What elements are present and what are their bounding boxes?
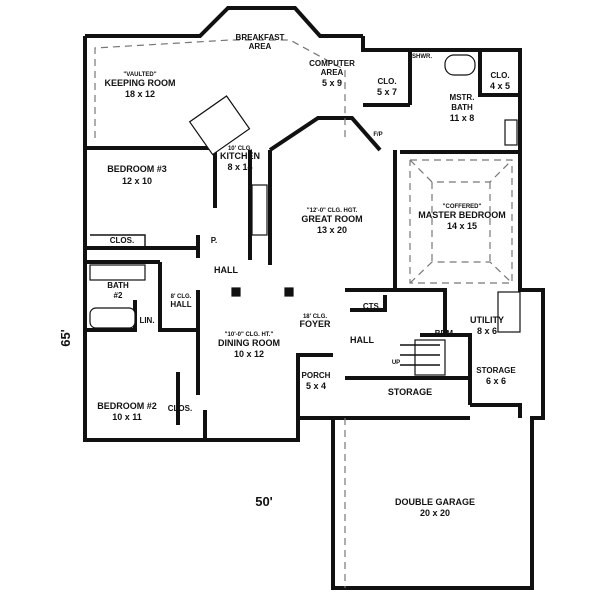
mstrbath-size: 11 x 8 bbox=[450, 113, 475, 123]
storage-long-label: STORAGE bbox=[388, 387, 432, 397]
clo-b-size: 4 x 5 bbox=[490, 81, 510, 91]
computer-sub: AREA bbox=[321, 68, 344, 77]
utility-label: UTILITY bbox=[470, 315, 504, 325]
ceiling-lines bbox=[94, 39, 513, 588]
foyer-note: 18' CLG. bbox=[303, 314, 327, 320]
hall-clg-label: HALL bbox=[170, 300, 191, 309]
keeping-size: 18 x 12 bbox=[125, 89, 155, 99]
breakfast-label: BREAKFAST bbox=[236, 33, 285, 42]
bedroom3-size: 12 x 10 bbox=[122, 176, 152, 186]
storage-box-size: 6 x 6 bbox=[486, 376, 506, 386]
bedroom3-label: BEDROOM #3 bbox=[107, 164, 167, 174]
porch-size: 5 x 4 bbox=[306, 381, 326, 391]
clo-a-label: CLO. bbox=[377, 77, 396, 86]
fp-label: F/P bbox=[373, 132, 382, 138]
computer-label: COMPUTER bbox=[309, 59, 355, 68]
hall-right-label: HALL bbox=[350, 335, 374, 345]
keeping-label: KEEPING ROOM bbox=[104, 78, 175, 88]
brm-label: BRM. bbox=[435, 329, 455, 338]
dining-note: "10'-0" CLG. HT." bbox=[225, 332, 274, 338]
bath2-label: BATH bbox=[107, 281, 129, 290]
kitchen-note: 10' CLG. bbox=[228, 146, 252, 152]
porch-label: PORCH bbox=[302, 371, 331, 380]
computer-size: 5 x 9 bbox=[322, 78, 342, 88]
keeping-note: "VAULTED" bbox=[123, 72, 156, 78]
breakfast-sub: AREA bbox=[249, 42, 272, 51]
lin-label: LIN. bbox=[139, 316, 154, 325]
cts-label: CTS. bbox=[363, 302, 381, 311]
great-note: "12'-0" CLG. HGT. bbox=[307, 208, 358, 214]
bedroom2-size: 10 x 11 bbox=[112, 412, 142, 422]
master-size: 14 x 15 bbox=[447, 221, 477, 231]
kitchen-size: 8 x 14 bbox=[227, 162, 252, 172]
up-label: UP bbox=[392, 360, 400, 366]
hall-clg-note: 8' CLG. bbox=[171, 294, 192, 300]
garage-label: DOUBLE GARAGE bbox=[395, 497, 475, 507]
kitchen-label: KITCHEN bbox=[220, 151, 260, 161]
shwr-label: SHWR. bbox=[412, 54, 432, 60]
fixtures bbox=[89, 54, 521, 376]
master-note: "COFFERED" bbox=[443, 204, 482, 210]
interior-walls bbox=[85, 50, 522, 425]
mstrbath-sub: BATH bbox=[451, 103, 473, 112]
storage-box-label: STORAGE bbox=[476, 366, 516, 375]
width-dimension: 50' bbox=[255, 494, 273, 509]
hall-top-label: HALL bbox=[214, 265, 238, 275]
room-labels: BREAKFAST AREA COMPUTER AREA 5 x 9 "VAUL… bbox=[58, 33, 516, 518]
clos3-label: CLOS. bbox=[110, 236, 134, 245]
garage-size: 20 x 20 bbox=[420, 508, 450, 518]
dining-size: 10 x 12 bbox=[234, 349, 264, 359]
dining-label: DINING ROOM bbox=[218, 338, 280, 348]
exterior-walls bbox=[83, 6, 545, 590]
great-size: 13 x 20 bbox=[317, 225, 347, 235]
bedroom2-label: BEDROOM #2 bbox=[97, 401, 157, 411]
great-label: GREAT ROOM bbox=[301, 214, 362, 224]
clo-b-label: CLO. bbox=[490, 71, 509, 80]
pantry-label: P. bbox=[211, 236, 218, 245]
clo-a-size: 5 x 7 bbox=[377, 87, 397, 97]
utility-size: 8 x 6 bbox=[477, 326, 497, 336]
clos2-label: CLOS. bbox=[168, 404, 192, 413]
master-label: MASTER BEDROOM bbox=[418, 210, 506, 220]
mstrbath-label: MSTR. bbox=[450, 93, 475, 102]
depth-dimension: 65' bbox=[58, 329, 73, 347]
bath2-sub: #2 bbox=[114, 291, 123, 300]
foyer-label: FOYER bbox=[299, 319, 331, 329]
